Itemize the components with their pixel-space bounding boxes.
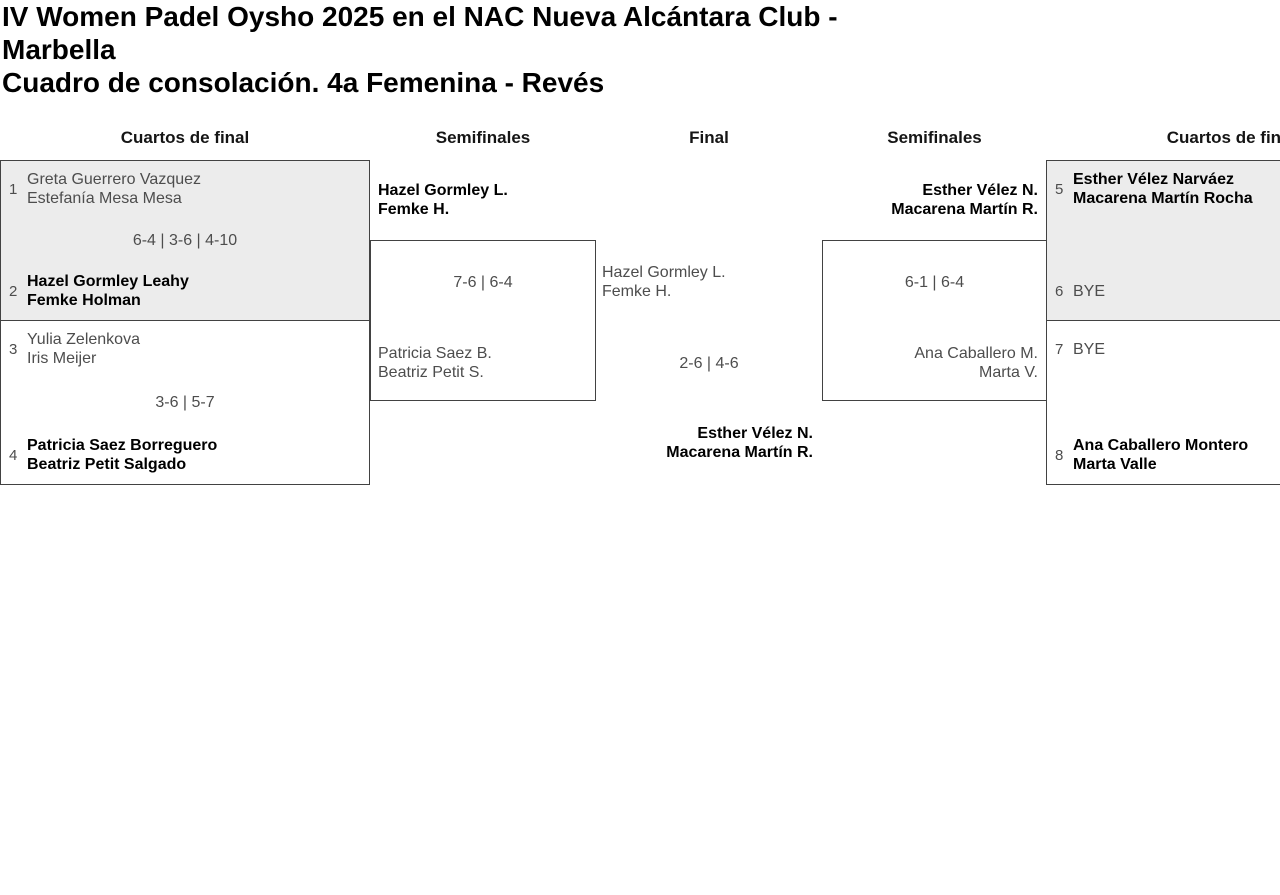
- match-qf4: 7 BYE 8 Ana Caballero Montero Marta Vall…: [1046, 320, 1280, 485]
- match-score: 7-6 | 6-4: [453, 274, 513, 291]
- match-score: 3-6 | 5-7: [155, 393, 215, 411]
- player-name: Greta Guerrero Vazquez: [27, 171, 202, 188]
- match-qf3: 5 Esther Vélez Narváez Macarena Martín R…: [1046, 160, 1280, 321]
- player-name: Marta V.: [979, 364, 1038, 381]
- round-header-quarterfinals-left: Cuartos de final: [120, 128, 250, 147]
- team-names: Patricia Saez Borreguero Beatriz Petit S…: [27, 436, 361, 474]
- round-header-semifinals-left: Semifinales: [435, 128, 531, 147]
- seed-number: 3: [9, 340, 18, 358]
- final-score: 2-6 | 4-6: [679, 355, 739, 372]
- player-name: Femke Holman: [27, 292, 141, 309]
- player-name: Ana Caballero Montero: [1073, 437, 1249, 454]
- sf-left-loser-team: Patricia Saez B. Beatriz Petit S.: [378, 344, 492, 382]
- team-row: 5 Esther Vélez Narváez Macarena Martín R…: [1055, 170, 1280, 208]
- final-runnerup-team: Hazel Gormley L. Femke H.: [602, 263, 726, 301]
- match-score: 6-4 | 3-6 | 4-10: [132, 231, 238, 249]
- player-name: Femke H.: [602, 283, 672, 300]
- seed-number: 7: [1055, 340, 1064, 358]
- team-names: BYE: [1073, 282, 1280, 301]
- player-name: Beatriz Petit S.: [378, 364, 484, 381]
- team-row: 8 Ana Caballero Montero Marta Valle: [1055, 436, 1280, 474]
- player-name: Femke H.: [378, 201, 450, 218]
- team-row: 3 Yulia Zelenkova Iris Meijer: [9, 330, 361, 368]
- team-names: Hazel Gormley Leahy Femke Holman: [27, 272, 361, 310]
- player-name: Macarena Martín Rocha: [1073, 190, 1253, 207]
- round-header-quarterfinals-right: Cuartos de final: [1166, 128, 1280, 147]
- team-names: Esther Vélez Narváez Macarena Martín Roc…: [1073, 170, 1280, 208]
- player-name: Patricia Saez Borreguero: [27, 437, 218, 454]
- sf-left-winner-team: Hazel Gormley L. Femke H.: [378, 181, 508, 219]
- player-name: Esther Vélez N.: [922, 182, 1038, 199]
- team-row: 7 BYE: [1055, 330, 1280, 368]
- player-name: Estefanía Mesa Mesa: [27, 190, 182, 207]
- tournament-title-line2: Marbella: [2, 34, 116, 65]
- match-score: 6-1 | 6-4: [904, 274, 965, 291]
- team-row: 6 BYE: [1055, 272, 1280, 310]
- seed-number: 1: [9, 180, 18, 198]
- match-qf1: 1 Greta Guerrero Vazquez Estefanía Mesa …: [0, 160, 370, 321]
- tournament-title-line1: IV Women Padel Oysho 2025 en el NAC Nuev…: [2, 1, 838, 32]
- sf-right-loser-team: Ana Caballero M. Marta V.: [914, 344, 1038, 382]
- player-name: Iris Meijer: [27, 350, 97, 367]
- player-name: Beatriz Petit Salgado: [27, 456, 187, 473]
- player-name: Marta Valle: [1073, 456, 1157, 473]
- seed-number: 6: [1055, 282, 1064, 300]
- match-qf2: 3 Yulia Zelenkova Iris Meijer 3-6 | 5-7 …: [0, 320, 370, 485]
- seed-number: 8: [1055, 446, 1064, 464]
- player-name: Esther Vélez N.: [697, 425, 813, 442]
- player-name: Macarena Martín R.: [891, 201, 1038, 218]
- match-sf-right: 6-1 | 6-4 Ana Caballero M. Marta V.: [822, 240, 1047, 401]
- team-names: Ana Caballero Montero Marta Valle: [1073, 436, 1280, 474]
- player-name: Ana Caballero M.: [914, 345, 1038, 362]
- bracket-subtitle: Cuadro de consolación. 4a Femenina - Rev…: [2, 67, 605, 98]
- team-row: 4 Patricia Saez Borreguero Beatriz Petit…: [9, 436, 361, 474]
- team-names: Greta Guerrero Vazquez Estefanía Mesa Me…: [27, 170, 361, 208]
- team-names: Yulia Zelenkova Iris Meijer: [27, 330, 361, 368]
- player-name: Hazel Gormley Leahy: [27, 273, 189, 290]
- bye-label: BYE: [1073, 340, 1106, 358]
- page-header: IV Women Padel Oysho 2025 en el NAC Nuev…: [2, 0, 982, 99]
- round-header-final: Final: [689, 128, 729, 147]
- player-name: Macarena Martín R.: [666, 444, 813, 461]
- match-sf-left: 7-6 | 6-4 Patricia Saez B. Beatriz Petit…: [370, 240, 596, 401]
- team-row: 2 Hazel Gormley Leahy Femke Holman: [9, 272, 361, 310]
- player-name: Hazel Gormley L.: [602, 264, 726, 281]
- player-name: Esther Vélez Narváez: [1073, 171, 1234, 188]
- final-champion-team: Esther Vélez N. Macarena Martín R.: [595, 424, 813, 462]
- seed-number: 5: [1055, 180, 1064, 198]
- round-header-semifinals-right: Semifinales: [887, 128, 982, 147]
- team-row: 1 Greta Guerrero Vazquez Estefanía Mesa …: [9, 170, 361, 208]
- player-name: Patricia Saez B.: [378, 345, 492, 362]
- sf-right-winner-team: Esther Vélez N. Macarena Martín R.: [822, 181, 1038, 219]
- bye-label: BYE: [1073, 282, 1106, 300]
- seed-number: 4: [9, 446, 18, 464]
- player-name: Yulia Zelenkova: [27, 331, 140, 348]
- seed-number: 2: [9, 282, 18, 300]
- team-names: BYE: [1073, 340, 1280, 359]
- player-name: Hazel Gormley L.: [378, 182, 508, 199]
